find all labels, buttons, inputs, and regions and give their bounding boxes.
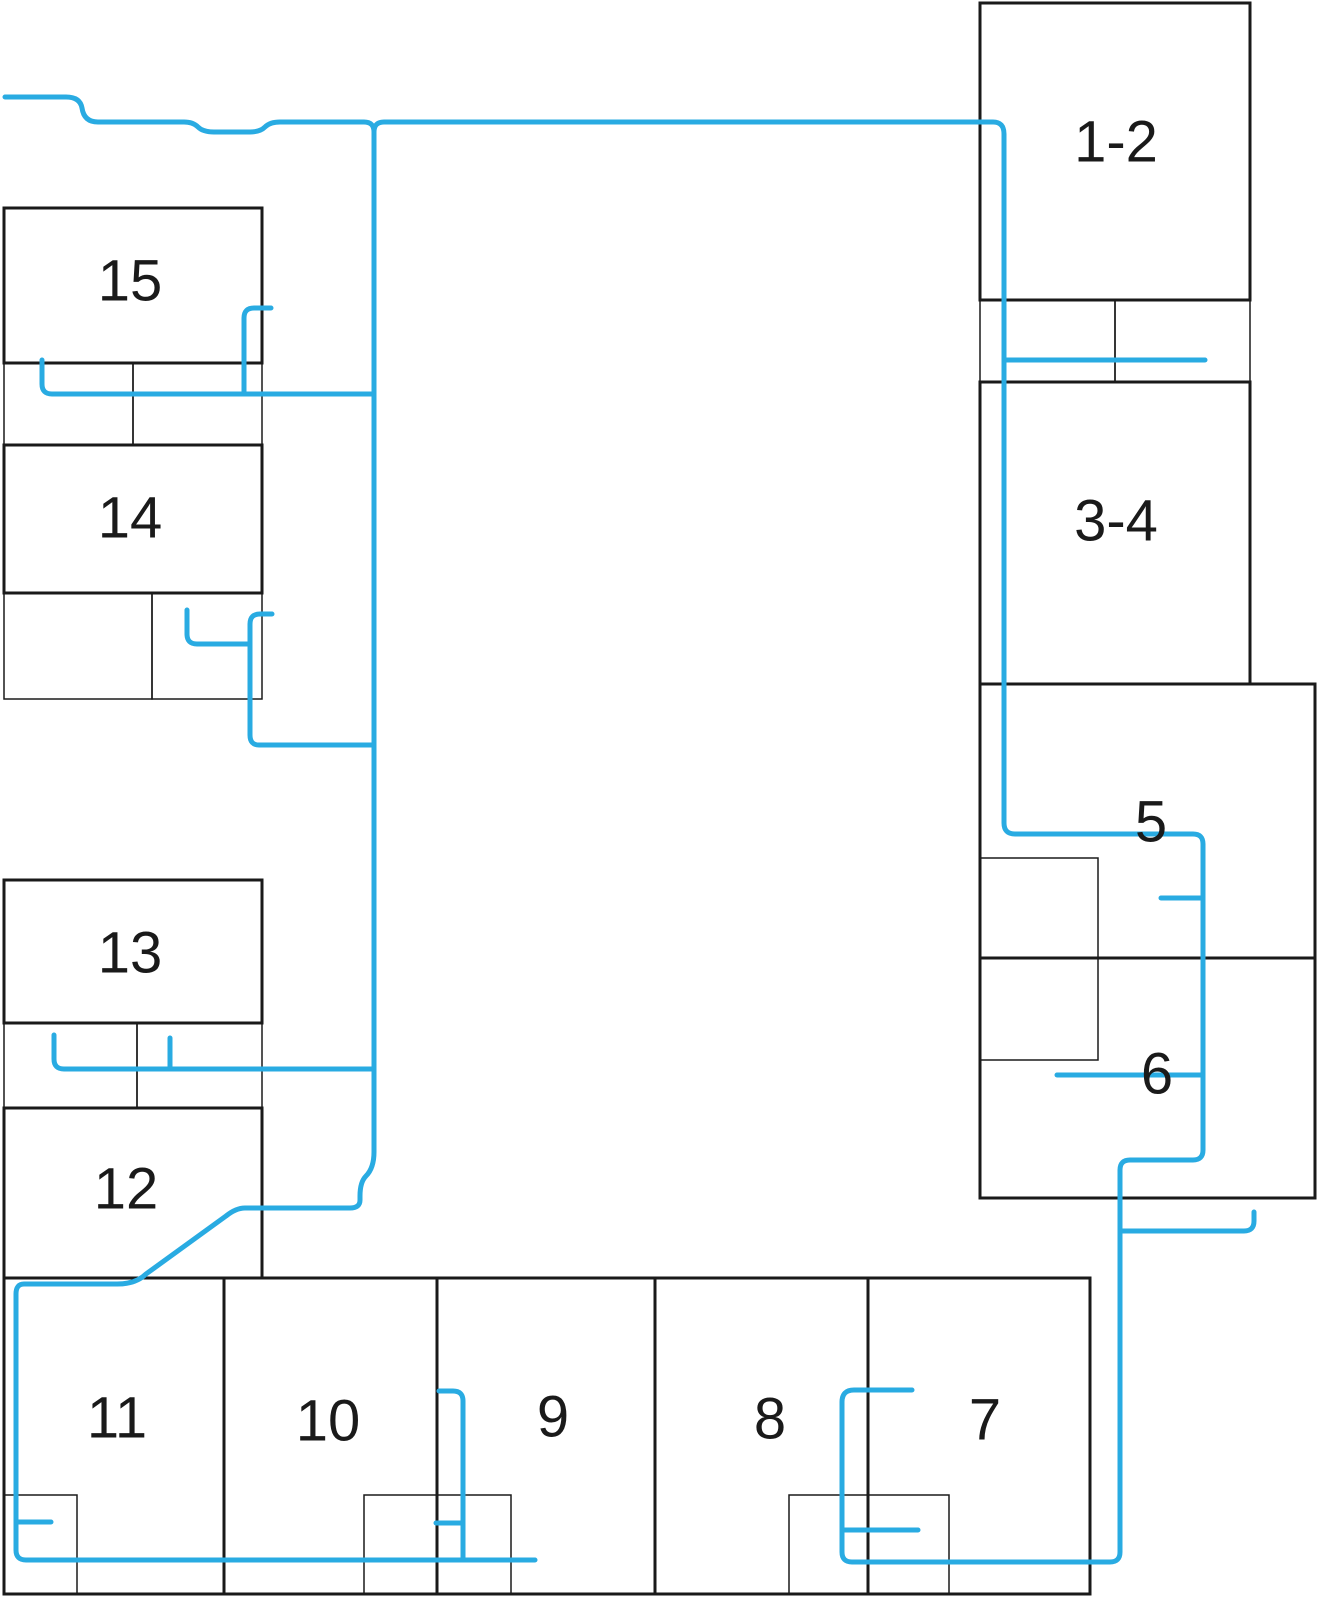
east-main-pipe — [371, 119, 1206, 1565]
room-5-6-closet — [979, 857, 1099, 1061]
room-13-annex — [3, 1022, 263, 1109]
branch-room-9-10 — [436, 1388, 466, 1563]
branch-room-15 — [39, 357, 377, 397]
label-8: 8 — [754, 1386, 786, 1451]
branch-room-14-stub — [184, 607, 253, 647]
label-5: 5 — [1135, 789, 1167, 854]
branch-room-14 — [247, 611, 377, 748]
room-14-annex — [3, 592, 263, 700]
room-6 — [978, 956, 1317, 1200]
label-10: 10 — [296, 1388, 361, 1453]
label-15: 15 — [98, 248, 163, 313]
room-8-7-closet — [788, 1494, 950, 1595]
branch-room-6-outside — [1117, 1209, 1257, 1234]
room-1-2-annex — [979, 299, 1251, 383]
label-1-2: 1-2 — [1074, 109, 1158, 174]
label-14: 14 — [98, 485, 163, 550]
label-7: 7 — [969, 1387, 1001, 1452]
room-7 — [866, 1276, 1092, 1596]
label-9: 9 — [537, 1384, 569, 1449]
unit-labels: 1-2 3-4 5 6 7 8 9 10 11 12 13 14 15 — [87, 109, 1173, 1453]
pipe-network — [2, 94, 1257, 1565]
label-12: 12 — [94, 1156, 159, 1221]
label-6: 6 — [1141, 1041, 1173, 1106]
main-inlet-pipe — [2, 94, 538, 1563]
label-13: 13 — [98, 920, 163, 985]
label-11: 11 — [87, 1385, 147, 1450]
branch-room-15-riser — [241, 305, 274, 397]
label-3-4: 3-4 — [1074, 488, 1158, 553]
branch-room-13 — [51, 1032, 377, 1072]
room-11-closet — [3, 1494, 78, 1595]
room-10-9-closet — [363, 1494, 512, 1595]
